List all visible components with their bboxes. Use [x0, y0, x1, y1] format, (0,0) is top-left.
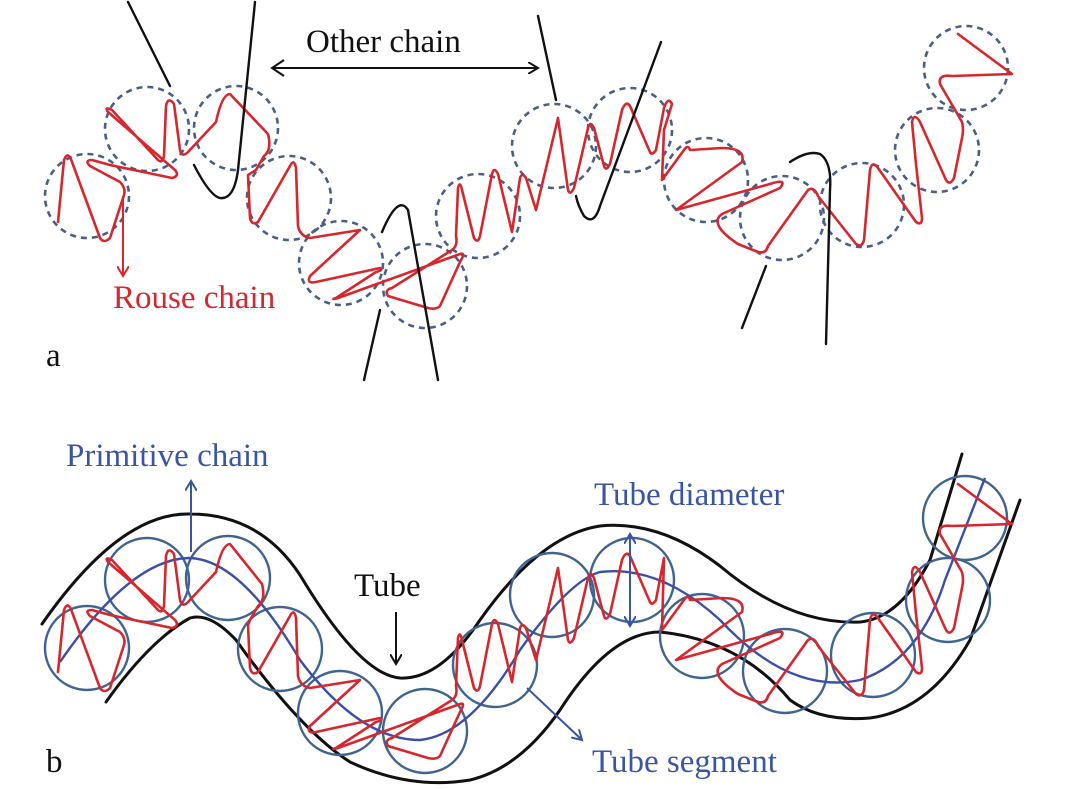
other-chain-line [574, 40, 663, 221]
tube-segment-circle [184, 534, 272, 622]
blob-circle [434, 172, 522, 260]
panel-a: Other chain Rouse chain a [43, 0, 1014, 382]
other-chain-line [380, 204, 440, 382]
tube-segment-label: Tube segment [592, 744, 777, 780]
tube-segment-circle [381, 687, 469, 775]
tube-segment-circle [921, 474, 1009, 562]
other-chain-line [126, 0, 172, 88]
blob-circle [510, 102, 598, 190]
tube-segment-circle [741, 627, 829, 715]
panel-a-label: a [46, 338, 61, 374]
tube-diameter-label: Tube diameter [594, 477, 784, 513]
tube-label: Tube [354, 568, 421, 604]
tube-segment-circle [658, 592, 746, 680]
panel-b-label: b [46, 744, 63, 780]
other-chain-line [536, 14, 558, 102]
tube-wall-lower [104, 498, 1022, 785]
tube-segment-circle [829, 611, 917, 699]
panel-b: Primitive chain Tube Tube diameter Tube … [40, 438, 1022, 785]
other-chain-arrowhead-left [270, 59, 285, 77]
tube-segment-circle [904, 556, 992, 644]
blob-circle [922, 24, 1010, 112]
other-chain-label: Other chain [306, 24, 461, 60]
other-chain-line [192, 0, 257, 200]
tube-segment-circle [451, 621, 539, 709]
other-chain-line [740, 264, 768, 330]
tube-segment-circle [236, 605, 324, 693]
blob-circle [43, 152, 131, 240]
blob-circle [381, 242, 469, 330]
other-chains [126, 0, 832, 382]
tube-segment-circle [296, 669, 384, 757]
other-chain-line [788, 151, 832, 346]
tube-wall-upper [40, 452, 964, 680]
tube-segment-circle [43, 604, 131, 692]
blob-circle [738, 174, 826, 262]
other-chain-line [362, 308, 382, 382]
rouse-chain-a [56, 32, 1014, 310]
rouse-chain-b [56, 482, 1014, 760]
blob-circle [662, 136, 750, 224]
rouse-chain-label: Rouse chain [113, 280, 275, 316]
tube-segment-circle [508, 551, 596, 639]
primitive-chain [59, 477, 987, 742]
tube-segments [43, 474, 1009, 775]
blob-circle [297, 219, 385, 307]
blob-circle [818, 161, 906, 249]
blob-circle [586, 86, 674, 174]
primitive-chain-label: Primitive chain [66, 438, 269, 474]
blob-circle [893, 106, 981, 194]
blob-circle [192, 84, 280, 172]
blob-circle [103, 85, 191, 173]
tube-segment-arrow [526, 687, 582, 740]
blob-circle [245, 154, 333, 242]
